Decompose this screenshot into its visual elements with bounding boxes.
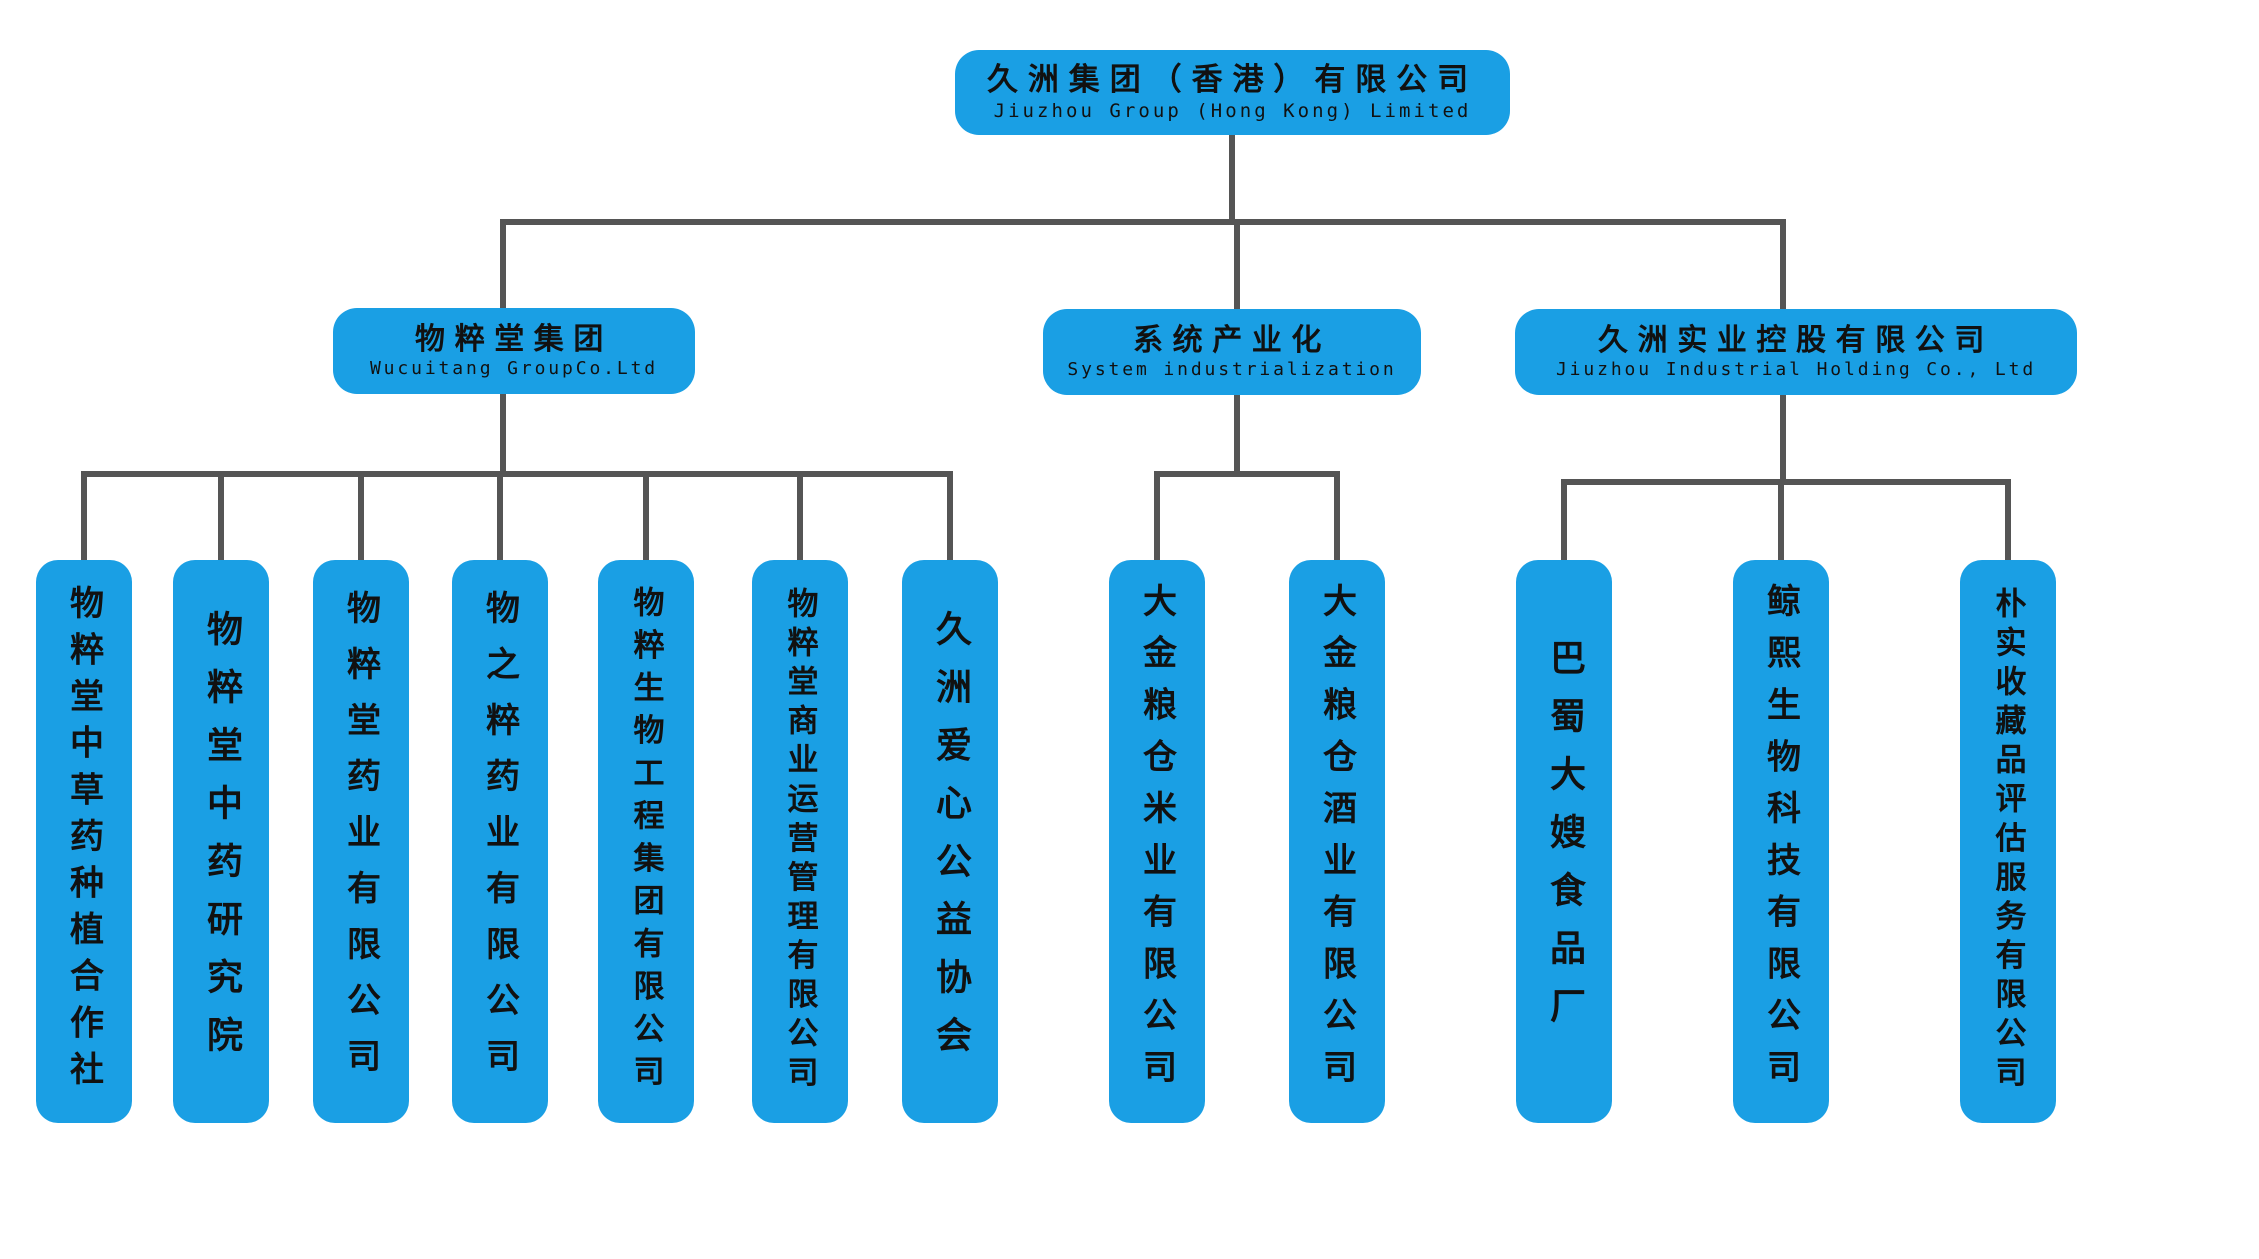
company-name: 久洲爱心公益协会 <box>930 609 971 1074</box>
company-name: 物粹堂药业有限公司 <box>340 589 381 1094</box>
company-box: 物粹生物工程集团有限公司 <box>598 560 694 1123</box>
company-name: 物之粹药业有限公司 <box>479 589 520 1094</box>
root-company-box-title: 久洲集团（香港）有限公司 <box>986 62 1479 99</box>
company-name: 物粹生物工程集团有限公司 <box>627 585 664 1098</box>
company-box: 物粹堂药业有限公司 <box>313 560 409 1123</box>
company-name: 大金粮仓米业有限公司 <box>1136 582 1177 1101</box>
group-box-3-subtitle: Jiuzhou Industrial Holding Co., Ltd <box>1555 359 2037 380</box>
group-box-1-subtitle: Wucuitang GroupCo.Ltd <box>369 358 659 379</box>
group-box-1-title: 物粹堂集团 <box>415 322 613 357</box>
group-box-2-subtitle: System industrialization <box>1067 359 1397 380</box>
company-name: 物粹堂中草药种植合作社 <box>63 585 104 1098</box>
company-box: 大金粮仓米业有限公司 <box>1109 560 1205 1123</box>
company-name: 物粹堂中药研究院 <box>201 609 242 1074</box>
company-box: 物粹堂中药研究院 <box>173 560 269 1123</box>
company-box: 久洲爱心公益协会 <box>902 560 998 1123</box>
company-name: 鲸熙生物科技有限公司 <box>1760 582 1801 1101</box>
company-box: 物粹堂中草药种植合作社 <box>36 560 132 1123</box>
company-box: 大金粮仓酒业有限公司 <box>1289 560 1385 1123</box>
company-name: 大金粮仓酒业有限公司 <box>1316 582 1357 1101</box>
company-name: 朴实收藏品评估服务有限公司 <box>1989 587 2026 1096</box>
root-company-box-subtitle: Jiuzhou Group (Hong Kong) Limited <box>993 99 1472 122</box>
company-box: 鲸熙生物科技有限公司 <box>1733 560 1829 1123</box>
company-box: 巴蜀大嫂食品厂 <box>1516 560 1612 1123</box>
company-name: 物粹堂商业运营管理有限公司 <box>781 587 818 1096</box>
group-box-3-title: 久洲实业控股有限公司 <box>1598 323 1994 358</box>
company-box: 物粹堂商业运营管理有限公司 <box>752 560 848 1123</box>
company-box: 朴实收藏品评估服务有限公司 <box>1960 560 2056 1123</box>
company-box: 物之粹药业有限公司 <box>452 560 548 1123</box>
company-name: 巴蜀大嫂食品厂 <box>1544 638 1585 1045</box>
group-box-2-title: 系统产业化 <box>1133 323 1331 358</box>
